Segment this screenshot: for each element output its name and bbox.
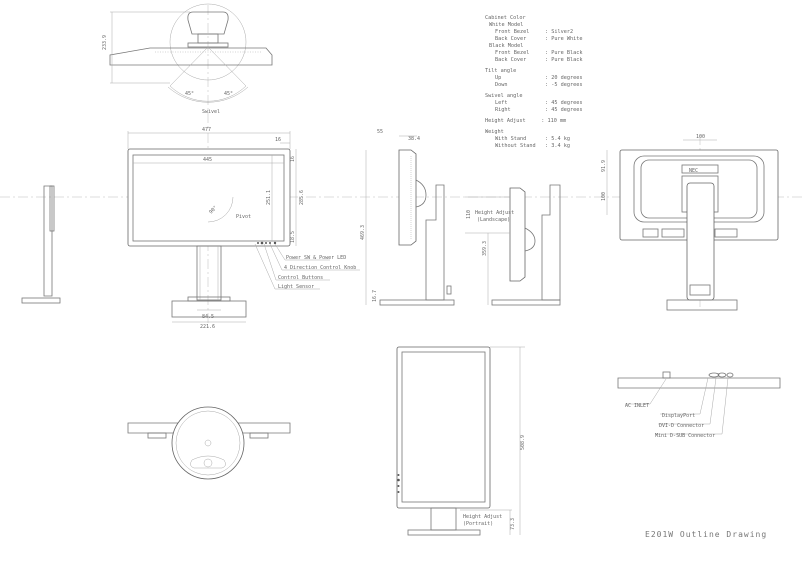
vesa-top-dimension: 91.9 (601, 160, 607, 172)
height-adjust-portrait-value: 73.3 (510, 518, 516, 530)
spec-black-model: Black Model (489, 43, 523, 49)
front-width-dimension: 477 (202, 127, 211, 133)
spec-black-front-bezel: Front Bezel : Pure Black (495, 50, 583, 56)
bezel-bottom-dimension: 18.5 (290, 231, 296, 243)
swivel-label: Swivel (202, 109, 220, 115)
side-view-min-height: 110 Height Adjust (Landscape) 359.3 (465, 184, 561, 306)
connector-displayport: DisplayPort (662, 413, 695, 419)
spec-weight-without-stand: Without Stand : 3.4 kg (495, 143, 570, 149)
height-adjust-landscape-label: Height Adjust (475, 210, 514, 216)
connector-ac-inlet: AC INLET (625, 403, 649, 409)
connector-view: AC INLET DisplayPort DVI-D Connector Min… (617, 371, 781, 439)
bottom-view (127, 406, 291, 480)
back-view: NEC 100 91.9 100 (601, 134, 779, 311)
neck-width-dimension: 84.5 (202, 314, 214, 320)
spec-swivel-left: Left : 45 degrees (495, 100, 582, 106)
base-width-dimension: 221.6 (200, 324, 215, 330)
callout-power-switch: Power SW & Power LED (286, 255, 346, 261)
spec-height-adjust: Height Adjust : 110 mm (485, 118, 566, 124)
drawing-title: E201W Outline Drawing (645, 530, 767, 539)
outer-height-dimension: 285.6 (299, 190, 305, 205)
bezel-top-dimension: 16 (290, 156, 296, 162)
spec-tilt-up: Up : 20 degrees (495, 75, 582, 81)
brand-logo: NEC (689, 168, 698, 174)
callout-control-buttons: Control Buttons (278, 275, 323, 281)
top-depth-dimension: 233.9 (102, 35, 108, 50)
portrait-height-dimension: 508.9 (520, 435, 526, 450)
spec-weight-with-stand: With Stand : 5.4 kg (495, 136, 570, 142)
spec-weight: Weight (485, 129, 504, 135)
connector-mini-dsub: Mini D-SUB Connector (655, 433, 715, 439)
front-view: 477 16 445 251.1 16 285.6 18.5 90° Pivot… (127, 127, 360, 330)
screen-width-dimension: 445 (203, 157, 212, 163)
top-view: 233.9 45° 45° Swivel (102, 3, 273, 115)
spec-block: Cabinet Color White Model Front Bezel : … (485, 15, 583, 149)
spec-cabinet-color: Cabinet Color (485, 15, 526, 21)
portrait-view: 508.9 73.3 Height Adjust (Portrait) (396, 346, 526, 536)
left-side-view (21, 185, 61, 304)
callout-light-sensor: Light Sensor (278, 284, 314, 290)
side-base-height: 16.7 (372, 290, 378, 302)
side-view-max-height: 55 38.4 469.3 16.7 (360, 129, 455, 306)
vesa-horizontal-dimension: 100 (696, 134, 705, 140)
spec-tilt-angle: Tilt angle (485, 68, 516, 74)
height-adjust-portrait-label: Height Adjust (463, 514, 502, 520)
swivel-right-angle: 45° (224, 91, 233, 97)
spec-white-back-cover: Back Cover : Pure White (495, 36, 582, 42)
height-adjust-landscape-mode: (Landscape) (477, 217, 510, 223)
side-height-max: 469.3 (360, 225, 366, 240)
spec-white-front-bezel: Front Bezel : Silver2 (495, 29, 573, 35)
height-adjust-landscape-value: 110 (466, 210, 472, 219)
spec-tilt-down: Down : -5 degrees (495, 82, 582, 88)
spec-black-back-cover: Back Cover : Pure Black (495, 57, 583, 63)
screen-height-dimension: 251.1 (266, 190, 272, 205)
side-depth-panel: 38.4 (408, 136, 420, 142)
spec-swivel-angle: Swivel angle (485, 93, 522, 99)
side-depth-total: 55 (377, 129, 383, 135)
spec-swivel-right: Right : 45 degrees (495, 107, 582, 113)
vesa-vertical-dimension: 100 (601, 192, 607, 201)
pivot-label: Pivot (236, 214, 251, 220)
bezel-side-dimension: 16 (275, 137, 281, 143)
callout-control-knob: 4 Direction Control Knob (284, 265, 356, 271)
swivel-left-angle: 45° (185, 91, 194, 97)
side-height-min: 359.3 (482, 241, 488, 256)
ac-inlet-icon (662, 371, 671, 379)
pivot-angle: 90° (208, 205, 219, 216)
connector-dvi-d: DVI-D Connector (659, 423, 704, 429)
spec-white-model: White Model (489, 22, 523, 28)
height-adjust-portrait-mode: (Portrait) (463, 521, 493, 527)
